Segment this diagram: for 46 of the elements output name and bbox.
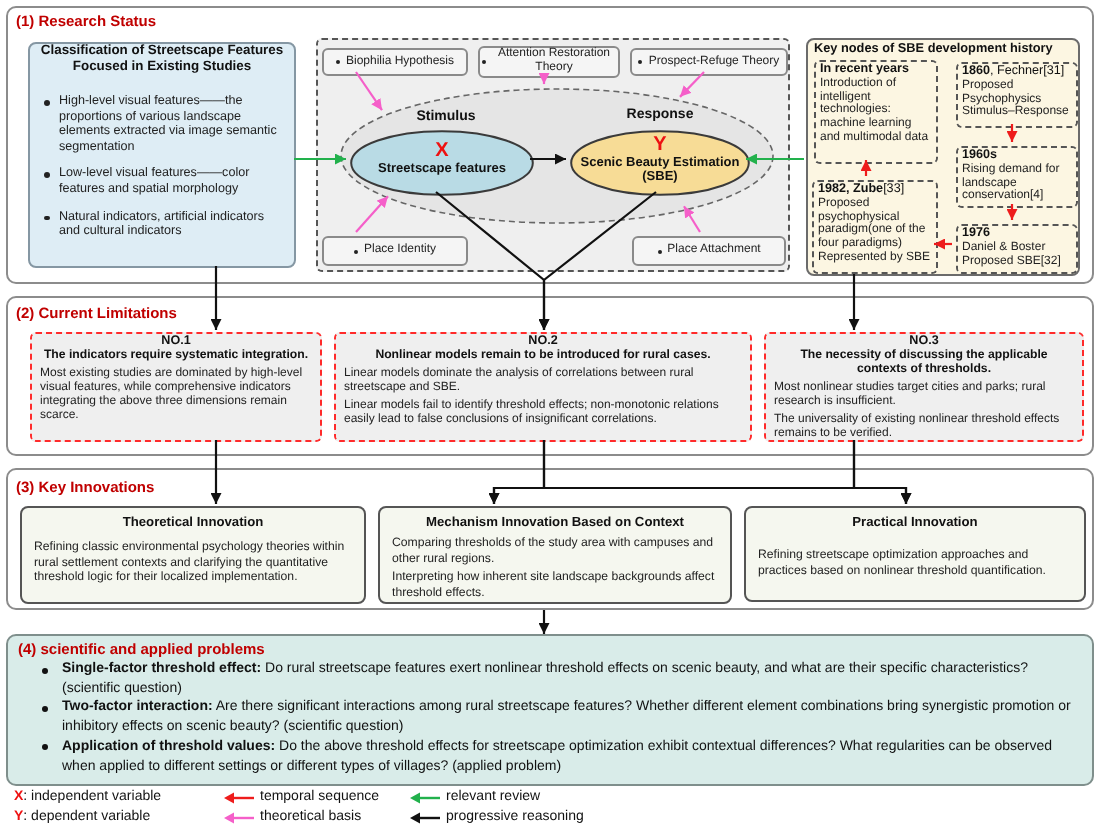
variable-letter: X [435,142,449,161]
theory-box [632,236,786,266]
arrow [852,440,912,504]
theory-box [322,236,468,266]
dashed-frame [316,38,790,272]
arrow [538,73,550,85]
innovation-box [744,506,1086,602]
variable-ellipse [570,130,750,196]
info-box [28,42,296,268]
arrow [355,71,383,111]
variable-ellipse [350,130,534,196]
arrow [538,191,657,330]
innovation-box [20,506,366,604]
timeline-box [812,180,938,274]
arrow [683,205,701,233]
arrow [860,160,872,176]
section-panel [6,468,1094,610]
arrow [210,266,222,330]
theory-box [322,48,468,76]
arrow [538,610,550,634]
limitation-box [764,332,1084,442]
arrow [746,153,804,165]
limitation-box [334,332,752,442]
timeline-box [956,224,1078,274]
timeline-box [814,60,938,164]
history-panel [806,38,1080,276]
timeline-box [956,146,1078,208]
arrow [679,71,705,98]
arrow [530,153,566,165]
limitation-box [30,332,322,442]
theory-box [478,46,620,78]
innovation-box [378,506,732,604]
arrow [1006,204,1018,220]
section-panel [6,634,1094,786]
arrow [848,274,860,330]
section-panel [6,6,1094,284]
timeline-box [956,62,1078,128]
theory-box [630,48,788,76]
arrow [1006,124,1018,142]
section-panel [6,296,1094,456]
arrow [294,153,346,165]
variable-letter: Y [653,135,667,153]
arrow [210,440,222,504]
arrow [355,195,389,233]
dashed-ellipse [340,88,774,224]
arrow [934,238,952,250]
